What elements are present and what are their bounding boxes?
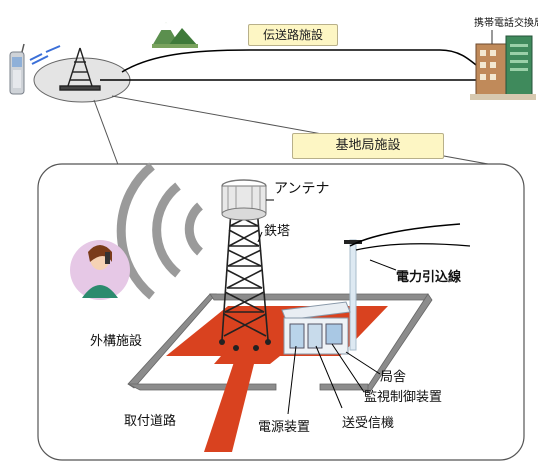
- exterior-facility-label: 外構施設: [90, 334, 143, 349]
- transmission-facility-tag: 伝送路施設: [248, 24, 338, 46]
- mountain-icon: [152, 22, 198, 48]
- tower-base: [219, 339, 271, 351]
- monitor-control-label: 監視制御装置: [364, 390, 443, 405]
- mobile-phone-icon: [9, 43, 25, 95]
- power-line-label: 電力引込線: [396, 270, 462, 285]
- person-on-phone-icon: [70, 240, 130, 300]
- antenna-icon: [221, 179, 267, 221]
- shelter-label: 局舎: [380, 370, 407, 385]
- exchange-label: 携帯電話交換局: [474, 18, 538, 29]
- signal-wave-icon: [116, 162, 204, 300]
- radio-wave-icon: [29, 45, 61, 65]
- base-station-title-tag: 基地局施設: [292, 133, 444, 159]
- exchange-building-icon: [470, 30, 536, 100]
- leader-lines: [257, 199, 397, 415]
- access-road-label: 取付道路: [124, 414, 177, 429]
- small-tower-icon: [59, 47, 101, 91]
- antenna-label: アンテナ: [274, 181, 330, 197]
- shelter-building: [281, 301, 351, 355]
- utility-pole: [344, 223, 471, 351]
- tower-label: 鉄塔: [264, 224, 291, 239]
- power-unit-label: 電源装置: [258, 420, 311, 435]
- transmission-line: [100, 49, 483, 81]
- transceiver-label: 送受信機: [342, 416, 395, 431]
